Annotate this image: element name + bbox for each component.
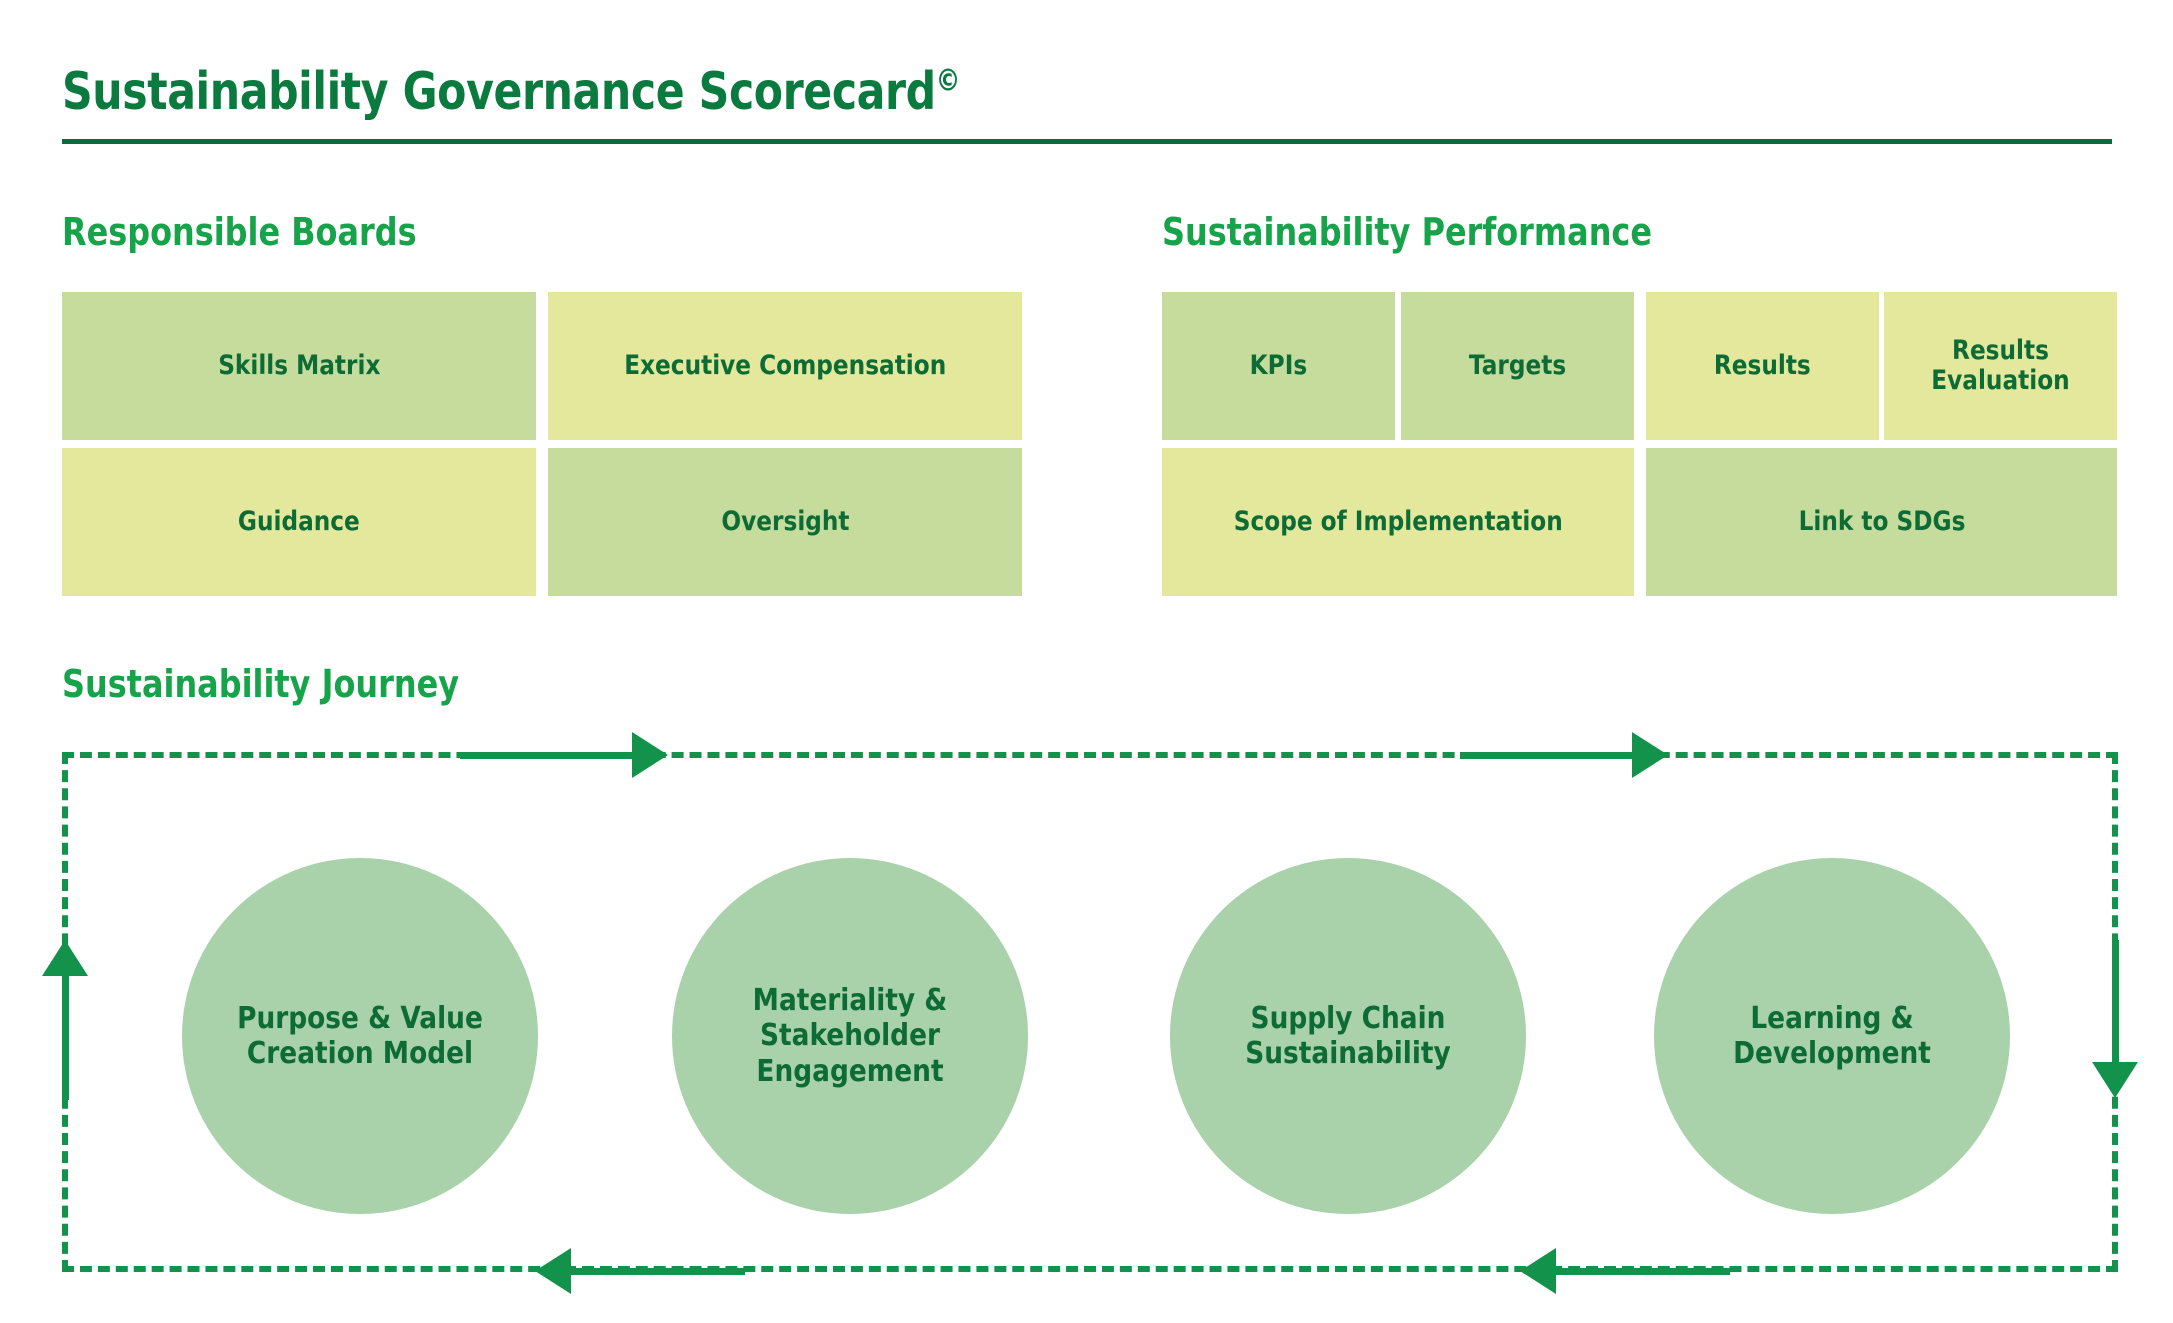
tile-label: Executive Compensation [623, 349, 947, 381]
tile-scope-of-implementation[interactable]: Scope of Implementation [1162, 448, 1634, 596]
tile-label: Results [1714, 349, 1811, 381]
tile-executive-compensation[interactable]: Executive Compensation [548, 292, 1022, 440]
bottom-left-arrow-icon [535, 1248, 745, 1294]
journey-stage-label: Learning & Development [1733, 1000, 1931, 1071]
tile-label: Link to SDGs [1798, 505, 1965, 537]
top-left-arrow-icon [460, 732, 670, 778]
journey-stage-purpose-and-value-creation-model[interactable]: Purpose & Value Creation Model [182, 858, 538, 1214]
tile-label: Skills Matrix [217, 349, 381, 381]
section-heading-sustainability-journey: Sustainability Journey [62, 662, 460, 706]
journey-stage-label: Supply Chain Sustainability [1245, 1000, 1451, 1071]
section-heading-sustainability-performance: Sustainability Performance [1162, 210, 1653, 254]
tile-targets[interactable]: Targets [1401, 292, 1634, 440]
journey-stage-learning-and-development[interactable]: Learning & Development [1654, 858, 2010, 1214]
tile-label: Results Evaluation [1931, 334, 2070, 396]
tile-oversight[interactable]: Oversight [548, 448, 1022, 596]
tile-label: Guidance [238, 505, 360, 537]
tile-results[interactable]: Results [1646, 292, 1879, 440]
page-title-text: Sustainability Governance Scorecard [62, 62, 936, 122]
tile-guidance[interactable]: Guidance [62, 448, 536, 596]
tile-label: Scope of Implementation [1233, 505, 1563, 537]
bottom-right-arrow-icon [1520, 1248, 1730, 1294]
title-divider [62, 139, 2112, 144]
tile-label: KPIs [1249, 349, 1308, 381]
tile-skills-matrix[interactable]: Skills Matrix [62, 292, 536, 440]
tile-label: Oversight [720, 505, 850, 537]
page-title: Sustainability Governance Scorecard© [62, 62, 960, 122]
journey-stage-supply-chain-sustainability[interactable]: Supply Chain Sustainability [1170, 858, 1526, 1214]
tile-link-to-sdgs[interactable]: Link to SDGs [1646, 448, 2117, 596]
right-edge-arrow-icon [2092, 940, 2138, 1100]
journey-stage-label: Materiality & Stakeholder Engagement [752, 982, 948, 1089]
copyright-icon: © [935, 63, 961, 99]
journey-stage-materiality-and-stakeholder-engagement[interactable]: Materiality & Stakeholder Engagement [672, 858, 1028, 1214]
tile-label: Targets [1468, 349, 1567, 381]
journey-stage-label: Purpose & Value Creation Model [237, 1000, 483, 1071]
tile-kpis[interactable]: KPIs [1162, 292, 1395, 440]
top-right-arrow-icon [1460, 732, 1670, 778]
section-heading-responsible-boards: Responsible Boards [62, 210, 417, 254]
tile-results-evaluation[interactable]: Results Evaluation [1884, 292, 2117, 440]
left-edge-arrow-icon [42, 940, 88, 1100]
